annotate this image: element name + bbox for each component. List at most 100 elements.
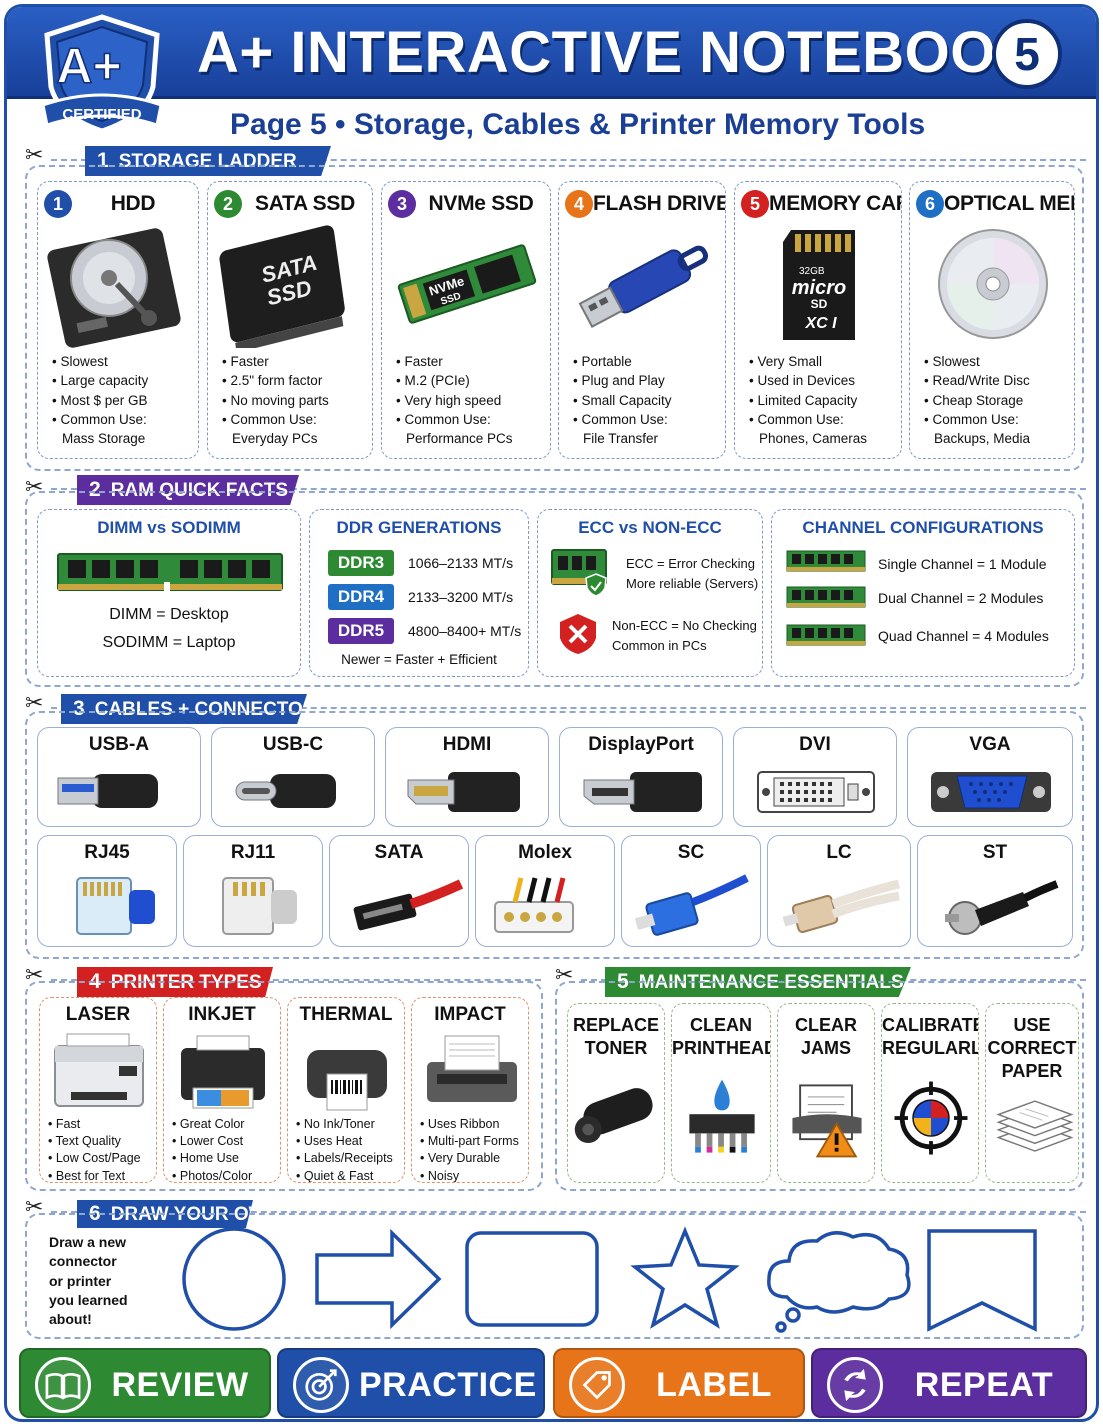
connector-card-lc: LC xyxy=(767,835,911,947)
list-item: Backups, Media xyxy=(934,431,1031,447)
ram-stick-icon xyxy=(786,550,866,572)
list-item: Common Use: xyxy=(222,410,329,429)
target-icon xyxy=(293,1357,349,1413)
displayport-connector-icon xyxy=(583,772,702,812)
step-number-badge: 4 xyxy=(565,190,593,218)
connector-card-rj11: RJ11 xyxy=(183,835,323,947)
ddr5-tag: DDR5 xyxy=(328,618,394,644)
list-item: Labels/Receipts xyxy=(296,1150,393,1167)
dual-channel-text: Dual Channel = 2 Modules xyxy=(878,590,1044,606)
label-button[interactable]: LABEL xyxy=(553,1348,805,1418)
step-number-badge: 3 xyxy=(388,190,416,218)
repeat-label: REPEAT xyxy=(914,1366,1054,1404)
scissors-icon: ✂ xyxy=(25,143,44,168)
list-item: Home Use xyxy=(172,1150,252,1167)
usba-connector-icon xyxy=(57,774,158,808)
ecc-line-2: More reliable (Servers) xyxy=(626,576,759,591)
single-channel-text: Single Channel = 1 Module xyxy=(878,556,1047,572)
connector-label: ST xyxy=(982,842,1008,863)
review-button[interactable]: REVIEW xyxy=(19,1348,271,1418)
printhead-icon xyxy=(689,1079,755,1153)
sata-connector-icon xyxy=(353,879,464,931)
device-print-text: micro xyxy=(792,277,846,299)
ram-facts-section xyxy=(25,491,1084,687)
list-item: Slowest xyxy=(52,352,148,371)
st-connector-icon xyxy=(945,880,1059,935)
printer-type-label: THERMAL xyxy=(299,1004,393,1025)
list-item: Portable xyxy=(573,352,672,371)
draw-your-own-section xyxy=(25,1213,1084,1339)
printer-card-impact: IMPACTUses RibbonMulti-part FormsVery Du… xyxy=(411,997,529,1183)
repeat-button[interactable]: REPEAT xyxy=(811,1348,1087,1418)
certified-badge-icon: A+ CERTIFIED xyxy=(41,14,163,134)
list-item: Uses Heat xyxy=(296,1133,393,1150)
practice-label: PRACTICE xyxy=(359,1366,537,1404)
device-print-text: 32GB xyxy=(799,266,825,277)
connector-label: RJ11 xyxy=(230,842,276,863)
hdd-icon xyxy=(47,228,181,348)
printer-types-section xyxy=(25,981,543,1191)
practice-button[interactable]: PRACTICE xyxy=(277,1348,545,1418)
usbc-connector-icon xyxy=(235,774,336,808)
storage-type-label: OPTICAL MEDIA xyxy=(944,192,1074,215)
error-icon xyxy=(560,614,596,654)
ddr3-tag: DDR3 xyxy=(328,550,394,576)
list-item: Noisy xyxy=(420,1168,519,1182)
connector-card-vga: VGA xyxy=(907,727,1073,827)
tag-icon xyxy=(569,1357,625,1413)
step-number-badge: 5 xyxy=(741,190,769,218)
list-item: Used in Devices xyxy=(749,371,867,390)
maintenance-card-4: CALIBRATEREGULARLY xyxy=(881,1003,979,1183)
connector-card-usb-a: USB-A xyxy=(37,727,201,827)
list-item: Slowest xyxy=(924,352,1030,371)
connector-label: SC xyxy=(677,842,705,863)
step-number-badge: 1 xyxy=(44,190,72,218)
connector-label: RJ45 xyxy=(84,842,130,863)
rj45-connector-icon xyxy=(76,877,155,935)
list-item: File Transfer xyxy=(583,431,659,447)
dimm-vs-sodimm-card: DIMM vs SODIMM DIMM = Desktop SODIMM = L… xyxy=(37,509,301,677)
list-item: Uses Ribbon xyxy=(420,1116,519,1133)
connector-label: HDMI xyxy=(442,734,492,755)
connector-card-rj45: RJ45 xyxy=(37,835,177,947)
drawing-star-shape xyxy=(630,1226,740,1329)
list-item: No moving parts xyxy=(222,391,328,410)
list-item: Mass Storage xyxy=(62,431,146,447)
step-number-badge: 2 xyxy=(214,190,242,218)
impact-printer-icon xyxy=(427,1035,517,1102)
connector-card-sata: SATA xyxy=(329,835,469,947)
scissors-icon: ✂ xyxy=(25,691,44,716)
storage-facts-list: Very SmallUsed in DevicesLimited Capacit… xyxy=(749,352,867,448)
storage-type-label: SATA SSD xyxy=(255,192,355,215)
laser-printer-icon xyxy=(54,1033,144,1107)
cut-line xyxy=(51,979,541,981)
list-item: Quiet & Fast xyxy=(296,1168,393,1182)
list-item: Performance PCs xyxy=(406,431,513,447)
list-item: Common Use: xyxy=(396,410,513,429)
dimm-title: DIMM vs SODIMM xyxy=(97,518,241,537)
thermal-printer-icon xyxy=(307,1050,387,1111)
connector-label: USB-C xyxy=(262,734,324,755)
printer-facts-list: Uses RibbonMulti-part FormsVery DurableN… xyxy=(420,1116,519,1182)
maintenance-tip-label: CLEANPRINTHEADS xyxy=(672,1014,770,1060)
tip-line: REPLACE xyxy=(572,1015,659,1035)
paper-stack-icon xyxy=(996,1100,1074,1152)
list-item: Common Use: xyxy=(924,410,1030,429)
paper-jam-icon xyxy=(792,1084,862,1158)
connector-label: Molex xyxy=(518,842,572,863)
ddr4-tag: DDR4 xyxy=(328,584,394,610)
list-item: 2.5" form factor xyxy=(222,371,329,390)
